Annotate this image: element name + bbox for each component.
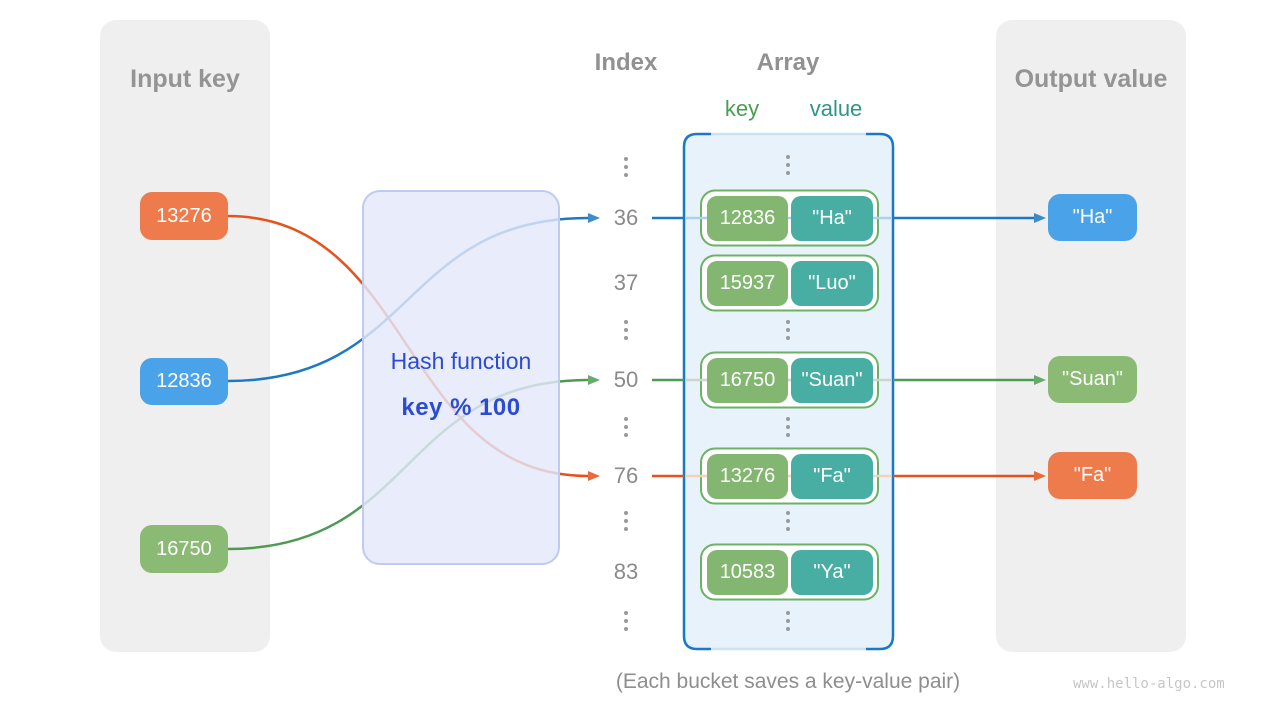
bucket-key-50: 16750 bbox=[707, 357, 788, 403]
ellipsis-dots-array-3 bbox=[786, 417, 790, 437]
arrow-array-to-output-fa bbox=[893, 471, 1046, 481]
array-right-bracket bbox=[866, 132, 895, 651]
index-label-37: 37 bbox=[613, 270, 639, 295]
bucket-value-50: "Suan" bbox=[791, 357, 873, 403]
bucket-value-37: "Luo" bbox=[791, 260, 873, 306]
input-key-12836: 12836 bbox=[140, 358, 228, 405]
input-panel-title: Input key bbox=[130, 65, 240, 93]
index-label-36: 36 bbox=[613, 205, 639, 230]
bucket-caption: (Each bucket saves a key-value pair) bbox=[615, 670, 961, 693]
bucket-key-37: 15937 bbox=[707, 260, 788, 306]
ellipsis-dots-index-4 bbox=[624, 511, 628, 531]
ellipsis-dots-index-1 bbox=[624, 157, 628, 177]
bucket-value-83: "Ya" bbox=[791, 549, 873, 595]
hash-function-formula: key % 100 bbox=[401, 394, 521, 421]
index-label-83: 83 bbox=[613, 559, 639, 584]
bucket-key-76: 13276 bbox=[707, 453, 788, 499]
input-key-13276: 13276 bbox=[140, 192, 228, 240]
ellipsis-dots-index-5 bbox=[624, 611, 628, 631]
bucket-value-76: "Fa" bbox=[791, 453, 873, 499]
ellipsis-dots-index-2 bbox=[624, 320, 628, 340]
bucket-key-83: 10583 bbox=[707, 549, 788, 595]
ellipsis-dots-array-5 bbox=[786, 611, 790, 631]
output-value-fa: "Fa" bbox=[1048, 452, 1137, 499]
value-column-label: value bbox=[809, 96, 863, 121]
array-left-bracket bbox=[682, 132, 711, 651]
bucket-key-36: 12836 bbox=[707, 195, 788, 241]
index-label-76: 76 bbox=[613, 463, 639, 488]
input-key-16750: 16750 bbox=[140, 525, 228, 573]
index-column-header: Index bbox=[594, 49, 658, 76]
hash-function-box: Hash function key % 100 bbox=[362, 190, 560, 565]
array-column-header: Array bbox=[756, 49, 820, 76]
output-panel-title: Output value bbox=[1014, 65, 1168, 93]
index-label-50: 50 bbox=[613, 367, 639, 392]
output-value-panel: Output value bbox=[996, 20, 1186, 652]
arrow-array-to-output-suan bbox=[893, 375, 1046, 385]
ellipsis-dots-index-3 bbox=[624, 417, 628, 437]
ellipsis-dots-array-4 bbox=[786, 511, 790, 531]
key-column-label: key bbox=[724, 96, 760, 121]
ellipsis-dots-array-1 bbox=[786, 155, 790, 175]
bucket-value-36: "Ha" bbox=[791, 195, 873, 241]
arrow-array-to-output-ha bbox=[893, 213, 1046, 223]
output-value-ha: "Ha" bbox=[1048, 194, 1137, 241]
hash-function-label: Hash function bbox=[390, 348, 532, 374]
ellipsis-dots-array-2 bbox=[786, 320, 790, 340]
site-watermark: www.hello-algo.com bbox=[1073, 676, 1225, 692]
output-value-suan: "Suan" bbox=[1048, 356, 1137, 403]
